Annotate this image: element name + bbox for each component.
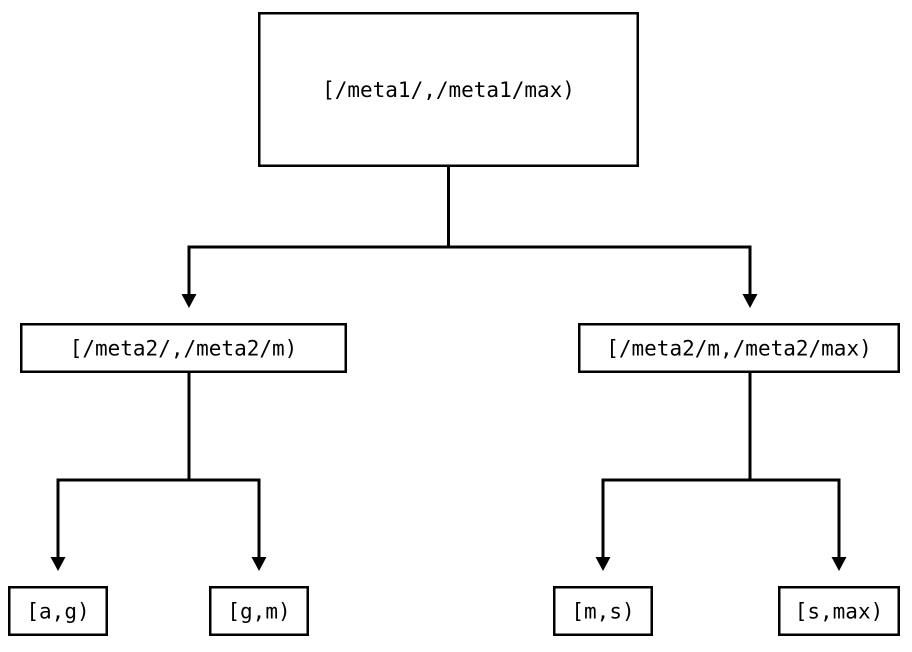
node-leaf-s-max-label: [s,max)	[795, 600, 884, 624]
arrowhead-to-mid-right	[742, 294, 758, 308]
node-leaf-a-g[interactable]: [a,g)	[8, 585, 109, 636]
arrowhead-to-leaf-g-m	[251, 557, 267, 571]
node-root-box	[257, 12, 639, 167]
node-mid-left-label: [/meta2/,/meta2/m)	[70, 337, 298, 361]
node-leaf-a-g-label: [a,g)	[26, 600, 89, 624]
node-root-label: [/meta1/,/meta1/max)	[322, 78, 575, 102]
node-leaf-g-m-label: [g,m)	[227, 600, 290, 624]
edge-root-to-mid-nodes	[181, 167, 758, 308]
node-mid-left[interactable]: [/meta2/,/meta2/m)	[19, 322, 347, 373]
edge-mid-left-to-leaves	[50, 373, 267, 571]
node-mid-right-box	[577, 322, 900, 373]
node-mid-left-box	[19, 322, 347, 373]
arrowhead-to-leaf-m-s	[595, 557, 611, 571]
node-leaf-g-m[interactable]: [g,m)	[209, 585, 310, 636]
node-mid-right-label: [/meta2/m,/meta2/max)	[606, 337, 872, 361]
arrowhead-to-leaf-a-g	[50, 557, 66, 571]
arrowhead-to-leaf-s-max	[831, 557, 847, 571]
node-leaf-s-max[interactable]: [s,max)	[777, 585, 900, 636]
node-leaf-a-g-box	[8, 585, 109, 636]
node-leaf-m-s[interactable]: [m,s)	[552, 585, 653, 636]
node-leaf-m-s-box	[552, 585, 653, 636]
arrowhead-to-mid-left	[181, 294, 197, 308]
node-leaf-m-s-label: [m,s)	[571, 600, 634, 624]
edge-mid-right-to-leaves	[595, 373, 847, 571]
node-leaf-g-m-box	[209, 585, 310, 636]
node-leaf-s-max-box	[777, 585, 900, 636]
node-root[interactable]: [/meta1/,/meta1/max)	[257, 12, 639, 167]
node-mid-right[interactable]: [/meta2/m,/meta2/max)	[577, 322, 900, 373]
